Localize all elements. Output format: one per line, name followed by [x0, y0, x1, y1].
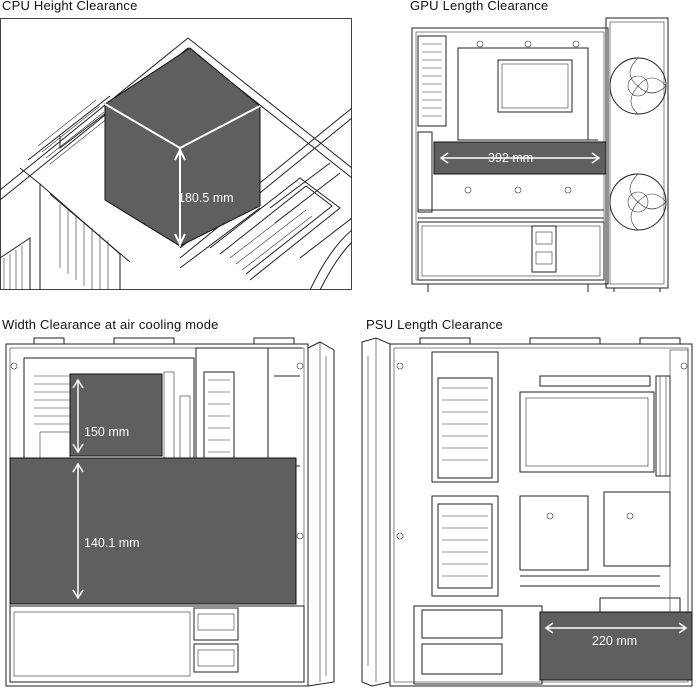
psu-length-diagram: 220 mm	[361, 337, 693, 687]
cpu-height-panel: 180.5 mm	[0, 18, 352, 290]
gpu-length-label: 392 mm	[488, 151, 533, 165]
width-clearance-diagram: 150 mm 140.1 mm	[5, 337, 335, 687]
width-clearance-panel: 150 mm 140.1 mm	[4, 336, 338, 690]
case-width-label: 140.1 mm	[84, 536, 140, 550]
psu-length-label: 220 mm	[592, 634, 637, 648]
cooler-width-block	[69, 373, 163, 457]
width-case-drawing	[5, 337, 335, 687]
cpu-height-arrowheads	[174, 147, 186, 247]
psu-caption: PSU Length Clearance	[366, 317, 503, 332]
case-width-arrowheads	[72, 462, 84, 600]
gpu-length-diagram: 392 mm	[411, 17, 669, 292]
cooler-width-label: 150 mm	[84, 425, 129, 439]
psu-length-panel: 220 mm	[360, 336, 698, 690]
psu-length-arrowheads	[544, 622, 688, 634]
case-width-block	[9, 457, 297, 605]
gpu-length-arrowheads	[439, 152, 601, 164]
psu-length-block	[539, 611, 693, 681]
gpu-caption: GPU Length Clearance	[410, 0, 549, 13]
width-caption: Width Clearance at air cooling mode	[2, 317, 219, 332]
cpu-caption: CPU Height Clearance	[2, 0, 138, 13]
gpu-length-panel: 392 mm	[408, 14, 670, 292]
cpu-case-drawing	[0, 37, 352, 290]
cpu-height-diagram: 180.5 mm	[0, 18, 352, 290]
cooler-width-arrowheads	[72, 378, 84, 454]
cpu-height-label: 180.5 mm	[178, 191, 234, 205]
